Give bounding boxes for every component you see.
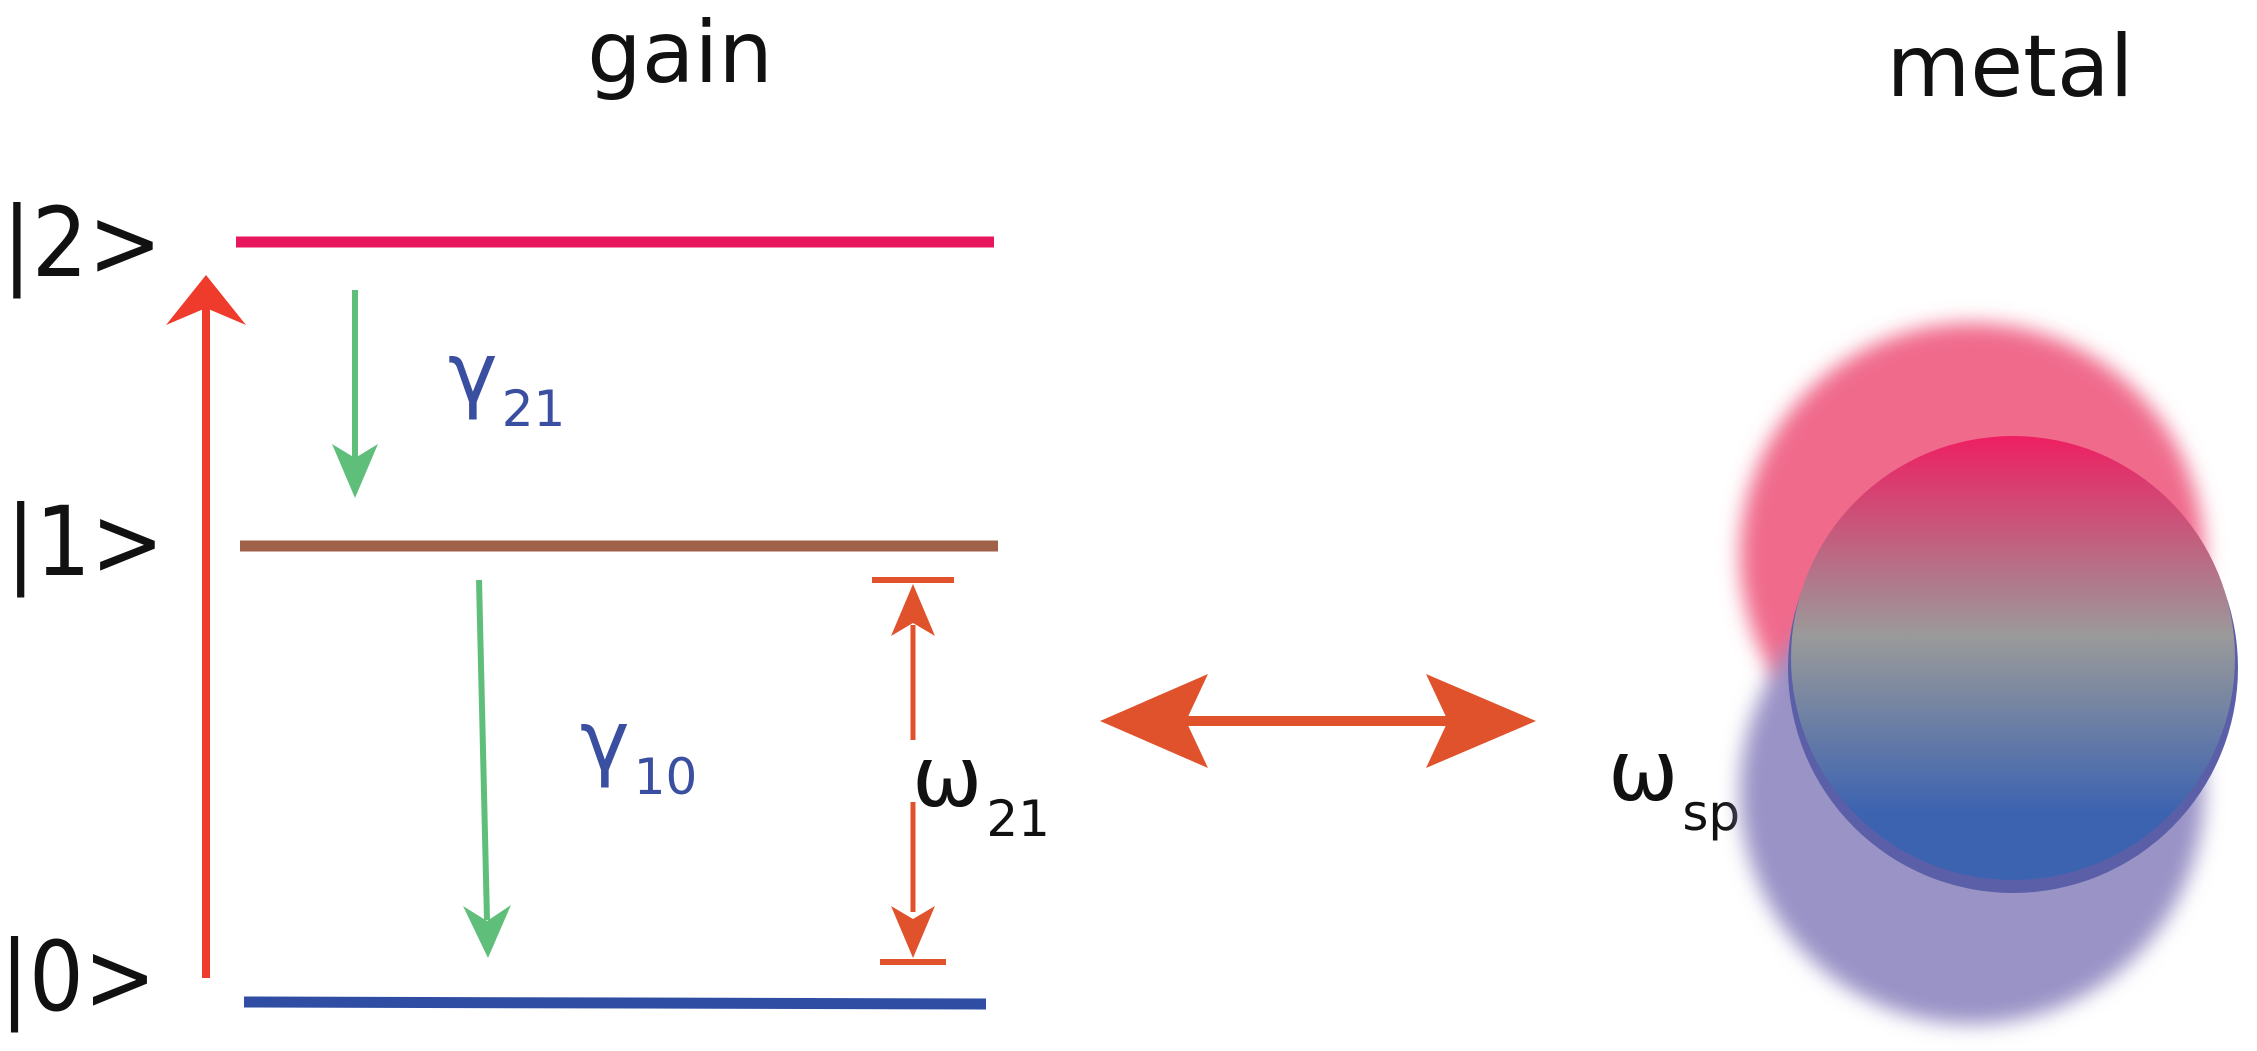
omega21-symbol: ω <box>912 728 982 826</box>
metal-sphere <box>1740 323 2238 1024</box>
gamma10-symbol: γ <box>580 692 630 790</box>
coupling-arrow-left-head <box>1100 674 1208 768</box>
gamma10-subscript: 10 <box>634 748 698 806</box>
level-0-line <box>243 996 987 1010</box>
level-1-ket: |1> <box>6 486 164 599</box>
pump-arrow-head <box>166 275 246 325</box>
gamma21-arrow-head <box>332 444 378 498</box>
gamma21-subscript: 21 <box>502 380 566 438</box>
omega21-down-arrow-head <box>891 906 935 958</box>
omega21-subscript: 21 <box>986 790 1050 848</box>
gain-title: gain <box>587 3 773 103</box>
omega-sp-subscript: sp <box>1682 784 1740 842</box>
omega21-up-arrow-head <box>891 584 935 636</box>
gamma10-label: γ10 <box>580 692 697 806</box>
level-0-ket: |0> <box>0 921 156 1034</box>
gamma21-label: γ21 <box>448 324 565 438</box>
gamma10-arrow-head <box>463 905 511 958</box>
level-2-ket: |2> <box>2 187 162 300</box>
omega21-label: ω21 <box>912 728 1050 848</box>
metal-title: metal <box>1887 17 2134 117</box>
omega-sp-symbol: ω <box>1608 722 1678 820</box>
omega-sp-label: ωsp <box>1608 722 1740 842</box>
gamma10-arrow-shaft <box>476 579 490 921</box>
gamma21-symbol: γ <box>448 324 498 422</box>
sphere-body <box>1791 436 2235 880</box>
coupling-arrow-right-head <box>1426 674 1536 768</box>
